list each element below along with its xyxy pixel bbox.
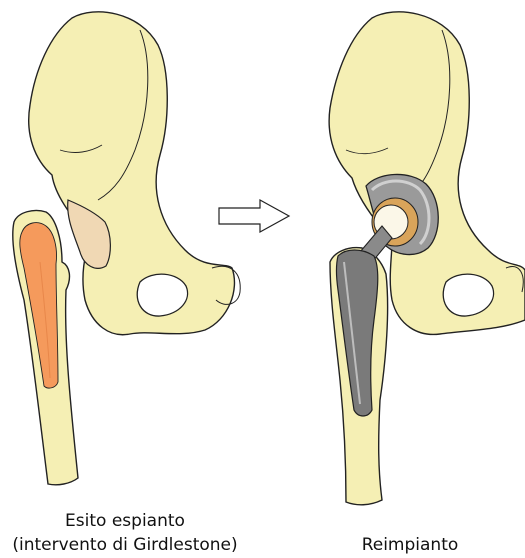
- caption-reimplant: Reimpianto: [310, 533, 510, 557]
- right-arrow-icon: [219, 200, 289, 232]
- right-panel: [329, 12, 525, 505]
- caption-explant-line1: Esito espianto: [0, 509, 250, 533]
- caption-reimplant-line1: Reimpianto: [310, 533, 510, 557]
- left-panel: [13, 12, 240, 485]
- caption-explant: Esito espianto (intervento di Girdleston…: [0, 509, 250, 557]
- caption-explant-line2: (intervento di Girdlestone): [0, 533, 250, 557]
